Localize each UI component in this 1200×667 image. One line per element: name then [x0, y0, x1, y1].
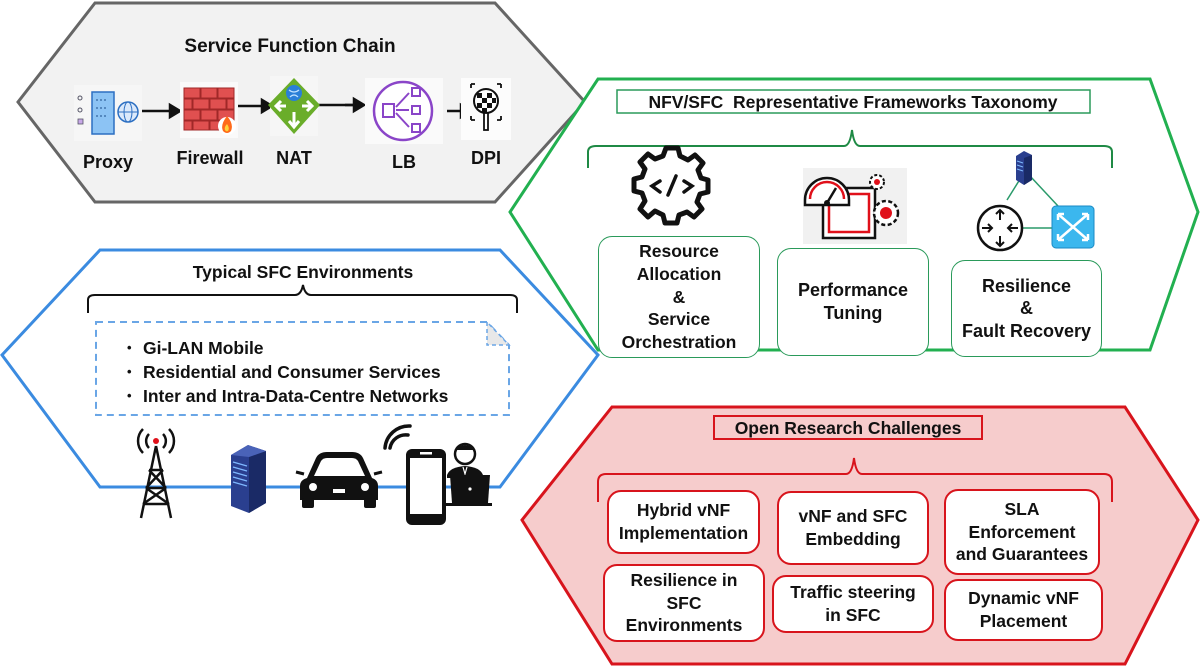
performance-gauge-icon — [803, 168, 907, 244]
taxonomy-category-performance-tuning: Performance Tuning — [777, 248, 929, 356]
deep-packet-inspection-icon — [461, 78, 511, 140]
note-fold-corner — [486, 320, 511, 346]
challenges-brace — [597, 457, 1113, 502]
environments-brace — [87, 284, 518, 313]
environment-item: Residential and Consumer Services — [125, 360, 448, 384]
environments-list: Gi-LAN Mobile Residential and Consumer S… — [125, 336, 448, 408]
server-icon — [231, 445, 266, 513]
challenge-traffic-steering: Traffic steering in SFC — [772, 575, 934, 633]
chain-label-proxy: Proxy — [82, 152, 134, 172]
switch-icon — [1051, 205, 1095, 249]
chain-label-dpi: DPI — [470, 148, 501, 168]
router-icon — [976, 204, 1024, 252]
environments-title: Typical SFC Environments — [193, 262, 414, 282]
network-topology-icon — [976, 151, 1095, 252]
chain-label-lb: LB — [392, 152, 416, 172]
challenge-dynamic-vnf-placement: Dynamic vNF Placement — [944, 579, 1103, 641]
challenges-title-frame — [713, 415, 983, 440]
sfc-chain-title: Service Function Chain — [184, 36, 395, 57]
mobile-user-icon — [383, 424, 492, 525]
code-gear-icon — [631, 145, 711, 226]
load-balancer-icon — [365, 78, 443, 144]
environment-item: Gi-LAN Mobile — [125, 336, 448, 360]
taxonomy-title-frame — [616, 89, 1091, 114]
taxonomy-category-resource-allocation: Resource Allocation & Service Orchestrat… — [598, 236, 760, 358]
chain-label-firewall: Firewall — [176, 148, 244, 168]
challenge-vnf-sfc-embedding: vNF and SFC Embedding — [777, 491, 929, 565]
chain-label-nat: NAT — [276, 148, 312, 168]
proxy-icon — [74, 85, 142, 141]
taxonomy-category-resilience: Resilience & Fault Recovery — [951, 260, 1102, 357]
challenge-resilience-in-sfc: Resilience in SFC Environments — [603, 564, 765, 642]
taxonomy-title: NFV/SFC Representative Frameworks Taxono… — [648, 92, 1057, 112]
taxonomy-brace — [587, 129, 1113, 168]
car-icon — [295, 452, 383, 508]
challenge-sla-enforcement: SLA Enforcement and Guarantees — [944, 489, 1100, 575]
nat-icon — [268, 76, 320, 136]
cell-tower-icon — [136, 428, 176, 519]
firewall-icon — [180, 82, 238, 138]
server-rack-icon — [1016, 151, 1032, 185]
challenge-hybrid-vnf: Hybrid vNF Implementation — [607, 490, 760, 554]
challenges-title: Open Research Challenges — [735, 418, 962, 438]
environment-item: Inter and Intra-Data-Centre Networks — [125, 384, 448, 408]
